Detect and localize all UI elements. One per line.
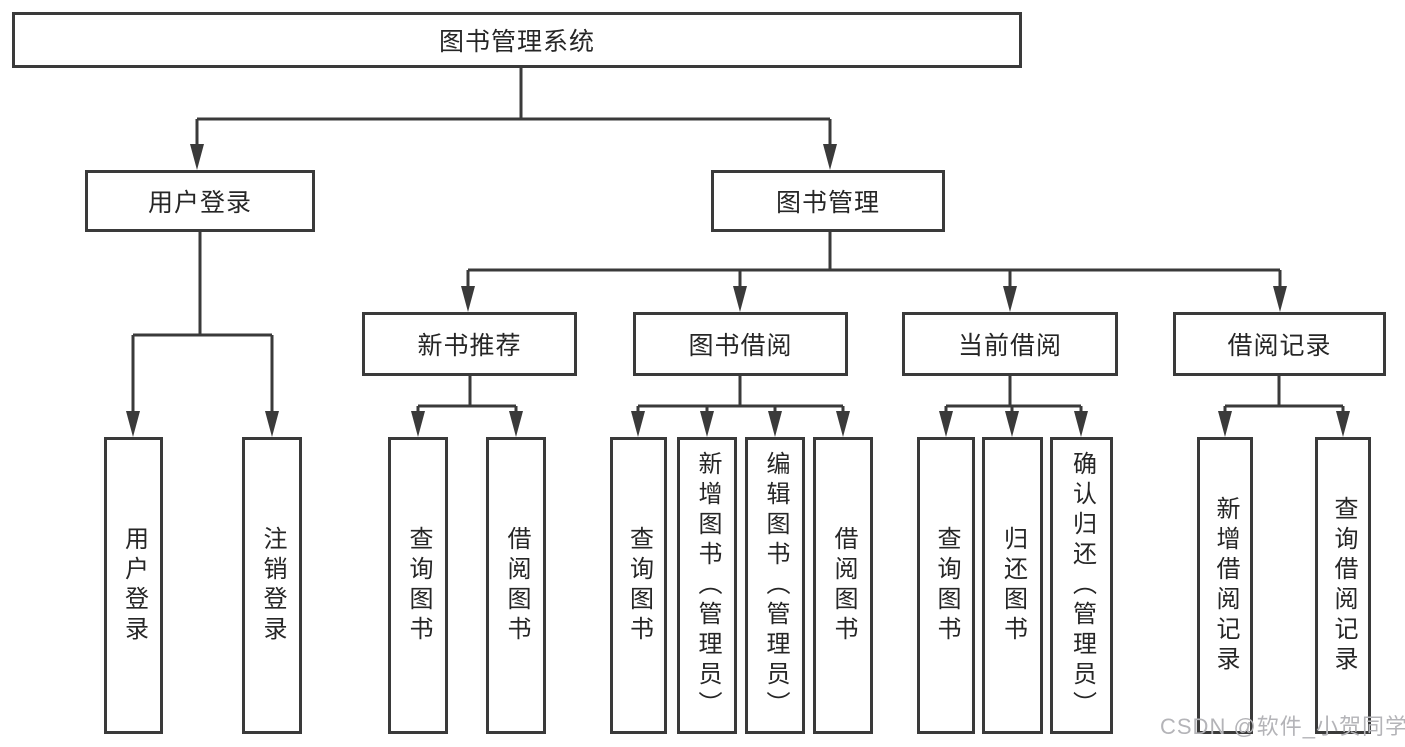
node-book-management: 图书管理 [711,170,945,232]
leaf-return-book: 归还图书 [982,437,1043,734]
connector-bookmgmt-to-level3 [466,232,1282,288]
leaf-borrow-query-book: 查询图书 [610,437,667,734]
arrowhead-icon [1003,286,1017,312]
arrowhead-icon [190,144,204,170]
node-label: 查询图书 [405,525,432,646]
arrowhead-icon [1005,411,1019,437]
connector-newbookrec-to-leaves [416,376,518,413]
arrowhead-icon [265,411,279,437]
connector-userlogin-to-leaves [131,232,274,413]
arrowhead-icon [1218,411,1232,437]
arrowhead-icon [509,411,523,437]
node-root: 图书管理系统 [12,12,1022,68]
leaf-logout: 注销登录 [242,437,302,734]
node-label: 当前借阅 [957,332,1062,360]
node-label: 确认归还（管理员） [1068,450,1096,721]
node-label: 归还图书 [999,525,1027,646]
node-label: 新书推荐 [417,332,522,360]
arrowhead-icon [768,411,782,437]
node-label: 图书借阅 [688,332,793,360]
node-user-login: 用户登录 [85,170,315,232]
connector-root-to-level2 [195,68,832,146]
node-label: 用户登录 [120,525,148,646]
connector-bookborrow-to-leaves [636,376,845,413]
leaf-recommend-borrow-book: 借阅图书 [486,437,546,734]
arrowhead-icon [411,411,425,437]
leaf-user-login: 用户登录 [104,437,163,734]
arrowhead-icon [461,286,475,312]
node-book-borrow: 图书借阅 [633,312,848,376]
node-label: 借阅图书 [830,525,857,646]
node-label: 图书管理 [775,189,880,217]
node-label: 借阅记录 [1227,332,1332,360]
leaf-recommend-query-book: 查询图书 [388,437,448,734]
node-current-borrow: 当前借阅 [902,312,1118,376]
arrowhead-icon [700,411,714,437]
node-label: 新增借阅记录 [1212,495,1239,676]
node-label: 注销登录 [259,525,286,646]
leaf-confirm-return-admin: 确认归还（管理员） [1050,437,1113,734]
leaf-add-borrow-record: 新增借阅记录 [1197,437,1253,734]
node-label: 查询借阅记录 [1330,495,1357,676]
node-label: 查询图书 [625,525,653,646]
arrowhead-icon [1074,411,1088,437]
node-new-book-recommend: 新书推荐 [362,312,577,376]
leaf-borrow-borrow-book: 借阅图书 [813,437,873,734]
node-label: 编辑图书（管理员） [762,450,789,721]
leaf-current-query-book: 查询图书 [917,437,975,734]
leaf-add-book-admin: 新增图书（管理员） [677,437,737,734]
arrowhead-icon [1273,286,1287,312]
node-label: 新增图书（管理员） [694,450,721,721]
arrowhead-icon [631,411,645,437]
node-label: 借阅图书 [503,525,530,646]
arrowhead-icon [1336,411,1350,437]
leaf-edit-book-admin: 编辑图书（管理员） [745,437,805,734]
arrowhead-icon [939,411,953,437]
connector-borrowrecord-to-leaves [1223,376,1345,413]
leaf-query-borrow-record: 查询借阅记录 [1315,437,1371,734]
arrowhead-icon [126,411,140,437]
node-label: 用户登录 [147,189,252,217]
node-borrow-records: 借阅记录 [1173,312,1386,376]
node-label: 图书管理系统 [438,28,595,56]
csdn-watermark: CSDN @软件_小贺同学 [1160,714,1405,739]
node-label: 查询图书 [933,525,960,646]
arrowhead-icon [733,286,747,312]
arrowhead-icon [836,411,850,437]
arrowheads [126,144,1350,437]
arrowhead-icon [823,144,837,170]
connector-currentborrow-to-leaves [944,376,1083,413]
